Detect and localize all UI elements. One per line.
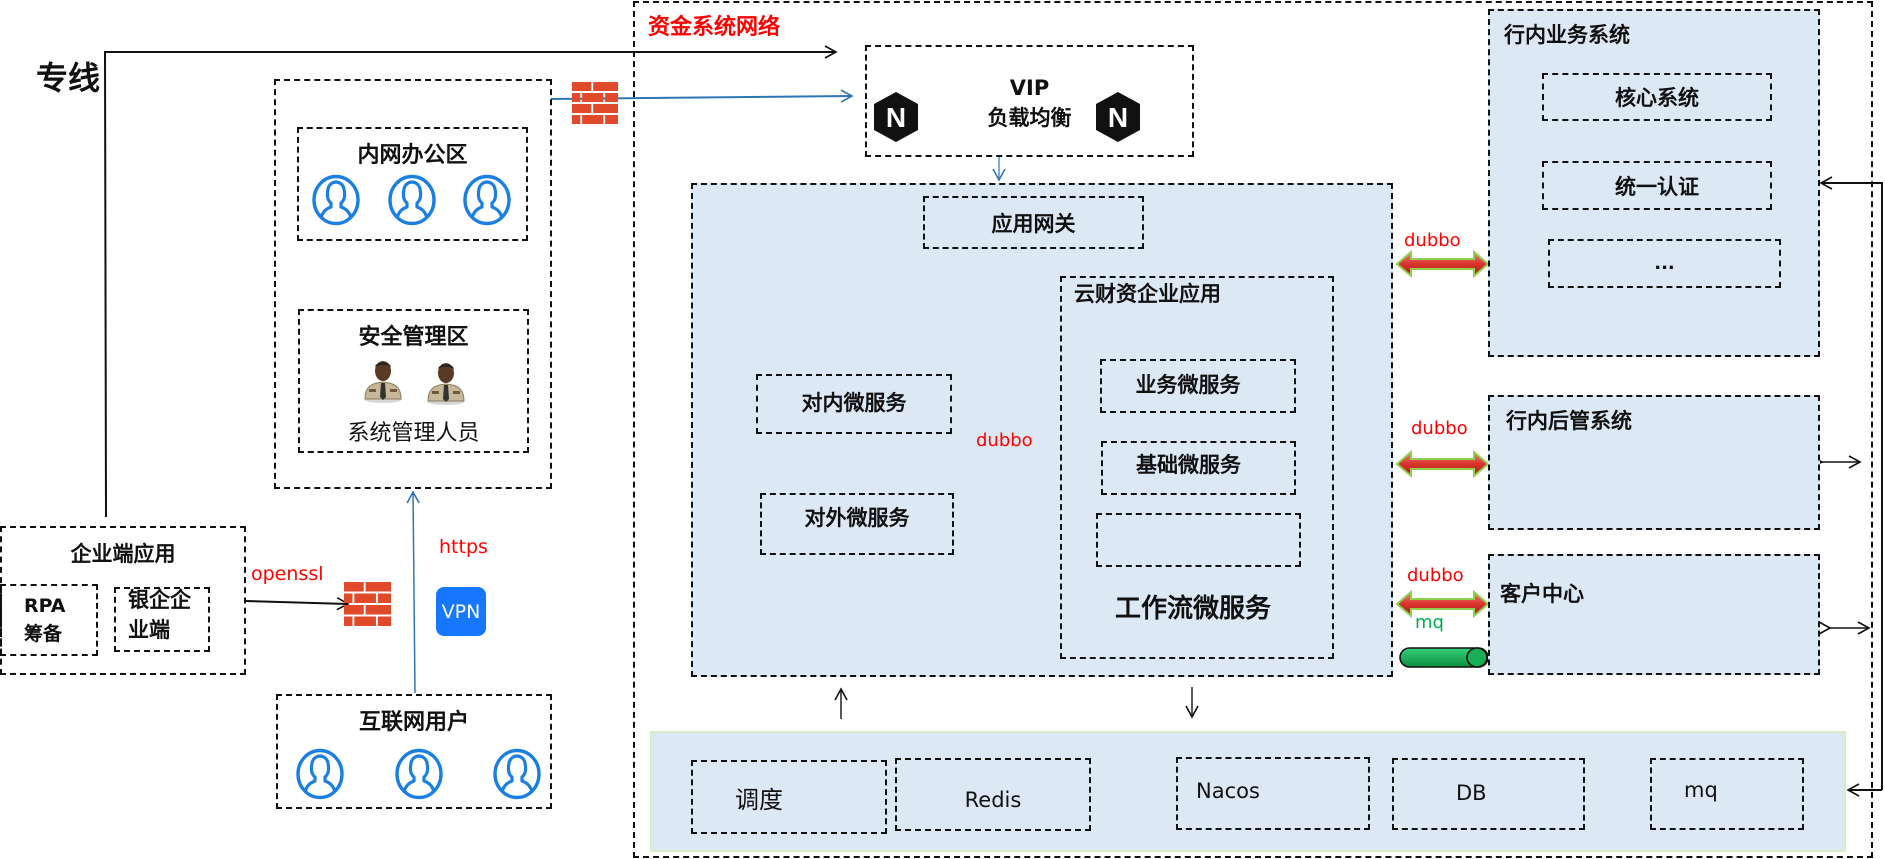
unified-auth-label: 统一认证: [1615, 174, 1699, 199]
fund-network-boundary: [633, 1, 1873, 858]
mq-label: mq: [1415, 612, 1444, 633]
base-services-label: 基础微服务: [1136, 453, 1241, 477]
business-services-label: 业务微服务: [1135, 373, 1241, 397]
user-icon: [394, 748, 444, 800]
internet-users-title: 互联网用户: [358, 710, 469, 735]
admin-icon: [425, 361, 467, 405]
empty-service-box: [1096, 513, 1301, 567]
dubbo-label-backoffice: dubbo: [1411, 418, 1468, 439]
user-icon: [311, 174, 361, 226]
vpn-icon: VPN: [436, 587, 486, 636]
more-systems-box: ...: [1548, 239, 1781, 288]
bank-business-systems-box: 行内业务系统 核心系统 统一认证 ...: [1488, 9, 1820, 357]
nginx-icon: N: [1095, 91, 1141, 143]
inner-services-label: 对内微服务: [801, 391, 907, 415]
https-label: https: [439, 536, 488, 558]
security-zone-caption: 系统管理人员: [347, 421, 480, 446]
dubbo-label-middle: dubbo: [976, 430, 1033, 451]
user-icon: [387, 174, 437, 226]
bank-enterprise-label: 银企企 业端: [128, 588, 191, 642]
outer-services-box: 对外微服务: [760, 493, 954, 555]
bank-backoffice-title: 行内后管系统: [1506, 409, 1632, 433]
infra-item-db: DB: [1392, 758, 1585, 830]
infra-item-nacos: Nacos: [1176, 757, 1370, 830]
infra-item-label: 调度: [735, 785, 783, 814]
office-zone: 内网办公区: [297, 127, 528, 241]
internet-users-box: 互联网用户: [276, 694, 552, 809]
infra-zone: [650, 731, 1846, 852]
more-systems-label: ...: [1654, 253, 1675, 274]
bank-backoffice-box: 行内后管系统: [1488, 395, 1820, 530]
infra-item-redis: Redis: [895, 758, 1091, 831]
customer-center-title: 客户中心: [1500, 582, 1584, 606]
nginx-icon: N: [873, 91, 919, 143]
vip-label: VIP 负载均衡: [987, 76, 1072, 130]
security-zone: 安全管理区 系统管理人员: [298, 309, 529, 453]
fund-network-title: 资金系统网络: [648, 15, 781, 40]
infra-item-mq: mq: [1650, 758, 1804, 830]
dubbo-label-customer: dubbo: [1407, 565, 1464, 586]
user-icon: [492, 748, 542, 800]
enterprise-app-title: 企业端应用: [70, 542, 176, 566]
dubbo-label-business: dubbo: [1404, 230, 1461, 251]
business-services-box: 业务微服务: [1100, 359, 1296, 413]
enterprise-app-box: 企业端应用 RPA 筹备 银企企 业端: [0, 526, 246, 675]
user-icon: [462, 174, 512, 226]
app-gateway-box: 应用网关: [923, 196, 1144, 249]
office-zone-title: 内网办公区: [357, 143, 468, 168]
user-icon: [295, 748, 345, 800]
rpa-label: RPA 筹备: [24, 595, 66, 645]
admin-icon: [362, 359, 404, 403]
bank-business-systems-title: 行内业务系统: [1504, 23, 1630, 47]
infra-item-label: DB: [1456, 781, 1487, 805]
internet-to-office-connector: [406, 490, 420, 694]
vip-load-balancer-box: N VIP 负载均衡 N: [865, 45, 1194, 157]
firewall-icon: [344, 582, 391, 626]
infra-item-scheduler: 调度: [691, 760, 887, 834]
cloud-app-box: 云财资企业应用: [1060, 276, 1334, 659]
intranet-zone-container: [274, 79, 552, 489]
rpa-box: RPA 筹备: [0, 584, 98, 656]
svg-text:N: N: [1108, 102, 1128, 133]
workflow-services-label: 工作流微服务: [1115, 594, 1272, 624]
app-zone: [691, 183, 1393, 677]
app-gateway-label: 应用网关: [991, 211, 1076, 236]
openssl-label: openssl: [251, 563, 324, 585]
core-system-label: 核心系统: [1615, 86, 1699, 110]
base-services-box: 基础微服务: [1101, 441, 1296, 495]
unified-auth-box: 统一认证: [1542, 161, 1772, 210]
svg-text:N: N: [886, 102, 906, 133]
core-system-box: 核心系统: [1542, 73, 1772, 121]
inner-services-box: 对内微服务: [756, 374, 952, 434]
outer-services-label: 对外微服务: [804, 506, 910, 530]
cloud-app-title: 云财资企业应用: [1074, 282, 1221, 306]
firewall-icon: [572, 82, 618, 124]
security-zone-title: 安全管理区: [358, 325, 469, 350]
infra-item-label: Nacos: [1196, 779, 1260, 803]
enterprise-to-firewall-connector: [244, 596, 350, 611]
customer-center-box: 客户中心: [1488, 554, 1820, 675]
bank-enterprise-box: 银企企 业端: [114, 587, 210, 652]
infra-item-label: mq: [1684, 778, 1718, 802]
infra-item-label: Redis: [964, 787, 1022, 812]
dedicated-line-label: 专线: [36, 59, 101, 97]
